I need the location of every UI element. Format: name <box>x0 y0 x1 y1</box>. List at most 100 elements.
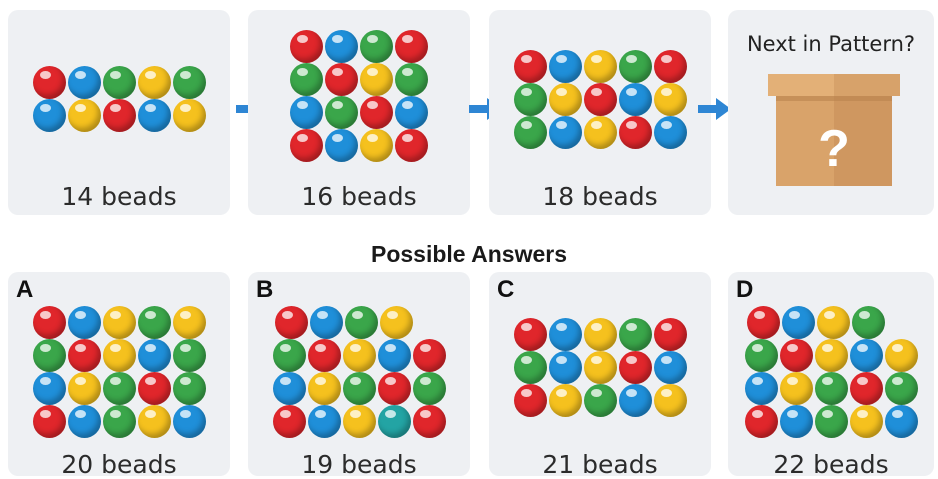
bead-green <box>102 66 136 99</box>
bead-yellow <box>137 66 171 99</box>
bead-yellow <box>102 339 136 372</box>
answer-card-c[interactable]: C 21 beads <box>489 272 711 479</box>
bead-red <box>325 63 358 96</box>
bead-yellow <box>172 306 206 339</box>
bead-blue <box>653 351 687 384</box>
bead-red <box>360 96 393 129</box>
bead-row <box>274 306 414 339</box>
bead-red <box>395 30 428 63</box>
bead-blue <box>548 318 582 351</box>
bead-red <box>275 306 308 339</box>
bead-blue <box>290 96 323 129</box>
bead-blue <box>548 50 582 83</box>
bead-count-label: 21 beads <box>542 450 658 479</box>
bead-blue <box>618 83 652 116</box>
answer-letter: C <box>497 276 515 303</box>
bead-green <box>172 372 206 405</box>
bead-row <box>744 372 919 405</box>
bead-count-label: 20 beads <box>61 450 177 479</box>
bead-blue <box>653 116 687 149</box>
bead-yellow <box>653 83 687 116</box>
answer-card-d[interactable]: D 22 beads <box>728 272 934 479</box>
bead-row <box>289 30 429 63</box>
bead-green <box>360 30 393 63</box>
answer-letter: B <box>256 276 274 303</box>
bead-yellow <box>380 306 413 339</box>
bead-red <box>32 405 66 438</box>
bead-red <box>32 306 66 339</box>
bead-blue <box>618 384 652 417</box>
bead-blue <box>395 96 428 129</box>
bead-yellow <box>849 405 883 438</box>
bead-yellow <box>67 372 101 405</box>
answer-card-b[interactable]: B 19 beads <box>248 272 470 479</box>
bead-blue <box>307 405 341 438</box>
bead-red <box>653 318 687 351</box>
bead-row <box>32 339 207 372</box>
bead-yellow <box>360 63 393 96</box>
bead-row <box>746 306 886 339</box>
bead-blue <box>137 339 171 372</box>
arrow-right-icon <box>698 98 731 120</box>
bead-blue <box>849 339 883 372</box>
bead-row <box>32 372 207 405</box>
bead-blue <box>377 339 411 372</box>
bead-red <box>618 351 652 384</box>
bead-blue <box>548 116 582 149</box>
bead-blue <box>325 129 358 162</box>
bead-green <box>618 50 652 83</box>
bead-red <box>290 129 323 162</box>
bead-blue <box>137 99 171 132</box>
bead-row <box>289 129 429 162</box>
bead-green <box>852 306 885 339</box>
bead-row <box>32 306 207 339</box>
bead-red <box>102 99 136 132</box>
bead-green <box>325 96 358 129</box>
bead-row <box>513 116 688 149</box>
mystery-title: Next in Pattern? <box>746 32 916 56</box>
bead-blue <box>67 306 101 339</box>
answers-heading: Possible Answers <box>370 241 567 267</box>
bead-green <box>342 372 376 405</box>
bead-red <box>849 372 883 405</box>
bead-yellow <box>342 339 376 372</box>
bead-red <box>583 83 617 116</box>
question-mark: ? <box>818 120 850 178</box>
bead-green <box>814 405 848 438</box>
bead-red <box>32 66 66 99</box>
bead-yellow <box>653 384 687 417</box>
bead-row <box>513 351 688 384</box>
bead-green <box>32 339 66 372</box>
bead-green <box>395 63 428 96</box>
answer-letter: A <box>16 276 34 303</box>
bead-yellow <box>548 384 582 417</box>
bead-row <box>32 405 207 438</box>
bead-row <box>32 66 207 99</box>
bead-yellow <box>548 83 582 116</box>
bead-row <box>513 50 688 83</box>
bead-red <box>412 339 446 372</box>
bead-green <box>272 339 306 372</box>
answer-card-a[interactable]: A 20 beads <box>8 272 230 479</box>
bead-row <box>513 318 688 351</box>
bead-blue <box>884 405 918 438</box>
bead-red <box>137 372 171 405</box>
bead-row <box>272 339 447 372</box>
bead-red <box>744 405 778 438</box>
bead-green <box>583 384 617 417</box>
bead-row <box>289 63 429 96</box>
bead-red <box>395 129 428 162</box>
bead-row <box>744 405 919 438</box>
sequence-card-2: 16 beads <box>248 10 470 215</box>
bead-green <box>814 372 848 405</box>
bead-row <box>272 372 447 405</box>
bead-row <box>289 96 429 129</box>
bead-row <box>32 99 207 132</box>
bead-grid <box>8 306 230 438</box>
bead-green <box>513 116 547 149</box>
bead-red <box>290 30 323 63</box>
bead-blue <box>67 66 101 99</box>
bead-blue <box>325 30 358 63</box>
bead-yellow <box>583 116 617 149</box>
answer-letter: D <box>736 276 754 303</box>
